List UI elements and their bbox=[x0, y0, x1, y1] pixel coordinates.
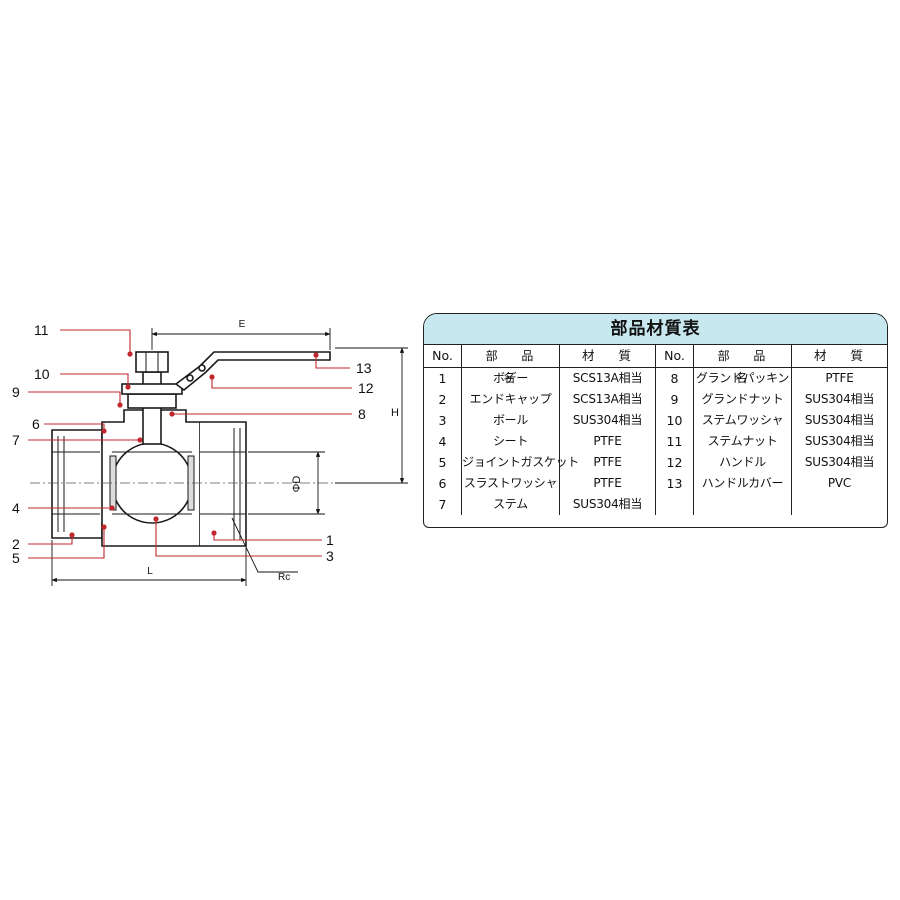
row-part-name: グランドナット bbox=[694, 389, 792, 410]
row-part-name: シート bbox=[462, 431, 560, 452]
row-material: PTFE bbox=[593, 455, 622, 469]
row-number: 12 bbox=[656, 452, 694, 473]
row-part-name: ハンドルカバー bbox=[694, 473, 792, 494]
empty-cell bbox=[694, 494, 792, 515]
callout-11: 11 bbox=[34, 322, 49, 338]
row-part-name: グランドパッキン bbox=[694, 368, 792, 389]
header-name: 部 品 名 bbox=[462, 345, 560, 385]
callout-1: 1 bbox=[326, 532, 334, 548]
callout-7: 7 bbox=[12, 432, 20, 448]
callout-8: 8 bbox=[358, 406, 366, 422]
callout-3: 3 bbox=[326, 548, 334, 564]
valve-body bbox=[51, 351, 331, 547]
header-material: 材 質 bbox=[560, 345, 655, 368]
row-part-name: エンドキャップ bbox=[462, 389, 560, 410]
row-material: PTFE bbox=[593, 476, 622, 490]
header-no: No. bbox=[656, 345, 694, 368]
row-number: 1 bbox=[424, 368, 462, 389]
row-material: PTFE bbox=[825, 371, 854, 385]
row-material: SUS304相当 bbox=[804, 434, 875, 448]
row-part-name: ジョイントガスケット bbox=[462, 452, 579, 473]
row-material: SCS13A相当 bbox=[572, 392, 643, 406]
row-material: SCS13A相当 bbox=[572, 371, 643, 385]
row-number: 7 bbox=[424, 494, 462, 515]
row-number: 4 bbox=[424, 431, 462, 452]
row-material: SUS304相当 bbox=[804, 413, 875, 427]
empty-cell bbox=[656, 494, 694, 515]
row-material: PTFE bbox=[593, 434, 622, 448]
callout-5: 5 bbox=[12, 550, 20, 566]
empty-cell bbox=[792, 494, 887, 515]
row-number: 2 bbox=[424, 389, 462, 410]
header-name: 部 品 名 bbox=[694, 345, 792, 385]
row-part-name: ステムナット bbox=[694, 431, 792, 452]
row-material: PVC bbox=[827, 476, 852, 490]
callout-9: 9 bbox=[12, 384, 20, 400]
dimension-lines bbox=[51, 328, 408, 586]
row-material: SUS304相当 bbox=[804, 392, 875, 406]
row-part-name: ステムワッシャ bbox=[694, 410, 792, 431]
callout-12: 12 bbox=[358, 380, 374, 396]
callout-leaders bbox=[28, 329, 352, 559]
row-number: 13 bbox=[656, 473, 694, 494]
row-part-name: スラストワッシャ bbox=[462, 473, 560, 494]
row-number: 9 bbox=[656, 389, 694, 410]
callout-6: 6 bbox=[32, 416, 40, 432]
dim-D: ΦD bbox=[291, 476, 303, 493]
row-number: 11 bbox=[656, 431, 694, 452]
row-part-name: ボール bbox=[462, 410, 560, 431]
row-number: 3 bbox=[424, 410, 462, 431]
row-number: 10 bbox=[656, 410, 694, 431]
header-no: No. bbox=[424, 345, 462, 368]
callout-4: 4 bbox=[12, 500, 20, 516]
row-part-name: ステム bbox=[462, 494, 560, 515]
dim-Rc: Rc bbox=[278, 572, 290, 583]
dim-E: E bbox=[239, 319, 246, 330]
row-number: 8 bbox=[656, 368, 694, 389]
row-part-name: ボデー bbox=[462, 368, 560, 389]
row-number: 6 bbox=[424, 473, 462, 494]
header-material: 材 質 bbox=[792, 345, 887, 368]
row-material: SUS304相当 bbox=[804, 455, 875, 469]
row-part-name: ハンドル bbox=[694, 452, 792, 473]
dim-H: H bbox=[391, 407, 399, 419]
row-material: SUS304相当 bbox=[572, 413, 643, 427]
callout-10: 10 bbox=[34, 366, 50, 382]
row-number: 5 bbox=[424, 452, 462, 473]
dim-L: L bbox=[147, 566, 153, 577]
row-material: SUS304相当 bbox=[572, 497, 643, 511]
callout-13: 13 bbox=[356, 360, 372, 376]
table-title: 部品材質表 bbox=[424, 314, 887, 345]
callout-2: 2 bbox=[12, 536, 20, 552]
